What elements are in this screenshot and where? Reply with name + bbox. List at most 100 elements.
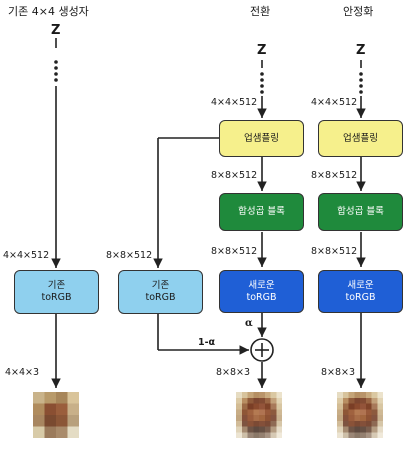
pixel [259, 420, 265, 427]
old-torgb-label-1: 기존 [151, 280, 170, 291]
pixel [342, 420, 349, 427]
one-minus-alpha-label: 1-α [198, 337, 216, 348]
pixel [236, 403, 242, 410]
pixel [360, 403, 366, 410]
shape-label: 8×8×512 [211, 246, 258, 257]
pixel [354, 415, 360, 421]
pixel [253, 392, 259, 398]
pixel [270, 426, 277, 433]
pixel [276, 403, 282, 410]
pixel [342, 409, 349, 415]
pixel [270, 432, 277, 438]
pixel [377, 432, 383, 438]
pixel [342, 403, 349, 410]
pixel [354, 426, 360, 433]
output-image-8x8-transition [236, 392, 282, 438]
ellipsis-dot [260, 78, 264, 82]
pixel [247, 415, 254, 421]
conv-block: 합성곱 블록 [219, 193, 304, 231]
pixel [264, 392, 271, 398]
pixel [236, 415, 242, 421]
pixel [276, 409, 282, 415]
pixel [342, 415, 349, 421]
pixel [247, 409, 254, 415]
pixel [236, 409, 242, 415]
pixel [342, 392, 349, 398]
pixel [264, 397, 271, 404]
pixel [264, 426, 271, 433]
pixel [365, 420, 372, 427]
pixel [337, 403, 343, 410]
pixel [270, 420, 277, 427]
pixel [270, 409, 277, 415]
pixel [337, 397, 343, 404]
pixel [236, 420, 242, 427]
pixel [241, 426, 248, 433]
pixel [264, 432, 271, 438]
pixel [270, 415, 277, 421]
ellipsis-dot [359, 78, 363, 82]
upsample-label: 업샘플링 [343, 132, 378, 144]
z-input-label: Z [257, 43, 267, 58]
pixel [377, 403, 383, 410]
pixel [276, 415, 282, 421]
transition-title: 전환 [250, 5, 271, 18]
pixel [259, 392, 265, 398]
pixel [377, 409, 383, 415]
output-image-8x8-stabilized [337, 392, 383, 438]
pixel [253, 432, 259, 438]
pixel [276, 392, 282, 398]
pixel [354, 409, 360, 415]
alpha-label: α [245, 318, 253, 329]
shape-label: 4×4×512 [211, 97, 258, 108]
pixel [377, 420, 383, 427]
pixel [348, 426, 355, 433]
pixel [241, 432, 248, 438]
pixel [259, 432, 265, 438]
pixel [377, 415, 383, 421]
pixel [337, 409, 343, 415]
shape-label: 4×4×3 [5, 367, 40, 378]
output-image-4x4 [33, 392, 79, 438]
pixel [348, 415, 355, 421]
pixel [371, 392, 378, 398]
pixel [236, 392, 242, 398]
z-input-label: Z [356, 43, 366, 58]
ellipsis-dot [54, 78, 58, 82]
pixel [371, 409, 378, 415]
pixel [259, 426, 265, 433]
pixel [264, 420, 271, 427]
pixel [253, 403, 259, 410]
pixel [247, 403, 254, 410]
old-generator-title: 기존 4×4 생성자 [8, 5, 89, 18]
pixel [241, 415, 248, 421]
shape-label: 8×8×3 [216, 367, 251, 378]
pixel [337, 426, 343, 433]
pixel [236, 426, 242, 433]
pixel [365, 426, 372, 433]
stabilize-title: 안정화 [343, 5, 374, 18]
pixel [354, 392, 360, 398]
pixel [264, 409, 271, 415]
shape-label: 8×8×512 [311, 170, 358, 181]
pixel [371, 432, 378, 438]
pixel [365, 397, 372, 404]
pixel [377, 426, 383, 433]
pixel [348, 403, 355, 410]
new-torgb-label-1: 새로운 [347, 279, 374, 291]
pixel [360, 397, 366, 404]
new-torgb-block: 새로운 toRGB [318, 270, 403, 313]
pixel [241, 403, 248, 410]
pixel [270, 403, 277, 410]
pixel [360, 415, 366, 421]
upsample-label: 업샘플링 [244, 132, 279, 144]
pixel [259, 409, 265, 415]
old-torgb-block: 기존 toRGB [118, 270, 203, 314]
pixel [270, 397, 277, 404]
new-torgb-block: 새로운 toRGB [219, 270, 304, 313]
pixel [241, 409, 248, 415]
pixel [276, 420, 282, 427]
upsample-block: 업샘플링 [318, 120, 403, 157]
ellipsis-dot [359, 84, 363, 88]
